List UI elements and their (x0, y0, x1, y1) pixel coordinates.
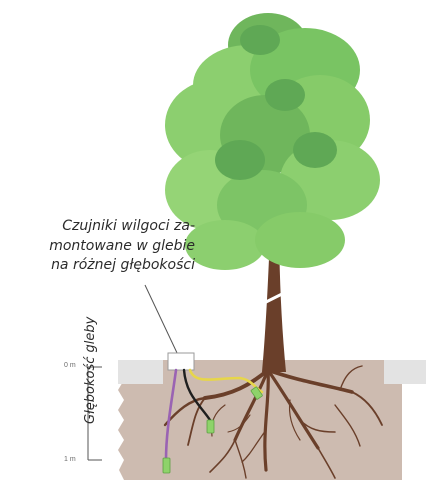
depth-label-bottom: 1 m (64, 456, 76, 463)
caption-line-1: Czujniki wilgoci za- (27, 217, 195, 237)
moisture-sensor-middle (207, 420, 214, 433)
caption-pointer-line (145, 285, 178, 355)
soil-surface-right (384, 360, 426, 384)
soil-surface-left (118, 360, 163, 384)
sensor-hub-box (168, 353, 194, 370)
caption-line-2: montowane w glebie (27, 237, 195, 257)
depth-label-top: 0 m (64, 362, 76, 369)
moisture-sensor-deep (163, 458, 170, 473)
tree-canopy (165, 13, 380, 270)
sensor-caption: Czujniki wilgoci za- montowane w glebie … (27, 217, 195, 276)
caption-line-3: na różnej głębokości (27, 256, 195, 276)
depth-axis-title: Głębokość gleby (83, 317, 98, 424)
